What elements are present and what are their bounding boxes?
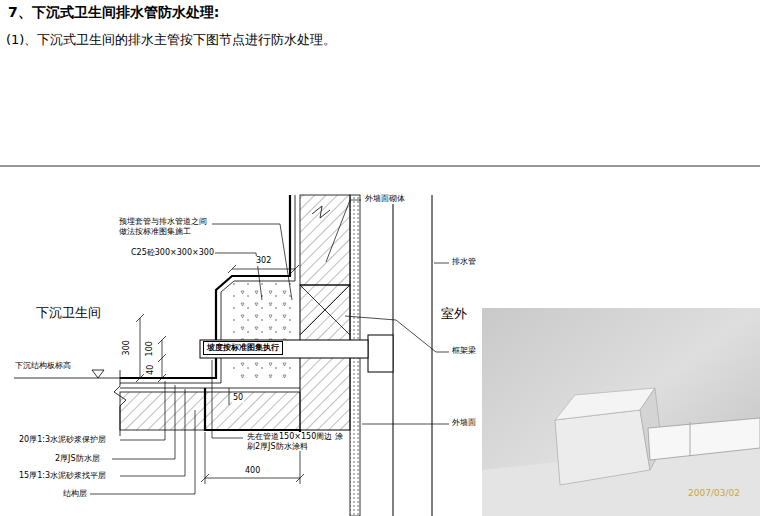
dimension-text: 40	[146, 364, 156, 376]
callout-text: 预埋套管与排水管道之间 做法按标准图集施工	[118, 217, 212, 236]
rule	[0, 166, 760, 167]
area-name: 室外	[440, 306, 468, 322]
pipe-tee	[368, 335, 393, 372]
callout-text: 框架梁	[451, 346, 477, 356]
slope-note-box: 坡度按标准图集执行	[203, 341, 283, 355]
callout-text: C25砼300×300×300	[130, 248, 215, 258]
layer-text: 15厚1:3水泥砂浆找平层	[18, 471, 107, 481]
dimension-text: 302	[255, 256, 272, 266]
leader-lines	[90, 200, 449, 494]
layer-text: 20厚1:3水泥砂浆保护层	[18, 435, 107, 445]
drain-pipe	[200, 340, 368, 358]
callout-text: 排水管	[451, 257, 477, 267]
callout-text: 外墙面砌体	[364, 194, 406, 204]
box-text: 坡度按标准图集执行	[207, 343, 279, 352]
note-text: (1)、下沉式卫生间的排水主管按下图节点进行防水处理。	[6, 32, 336, 48]
dimension-text: 300	[122, 339, 132, 356]
elevation-text: 下沉结构板标高	[14, 361, 72, 371]
page-title: 7、下沉式卫生间排水管防水处理:	[8, 4, 219, 21]
photo-watermark: 2007/03/02	[688, 488, 740, 499]
dimension-text: 50	[232, 393, 244, 403]
layer-text: 结构层	[62, 489, 88, 499]
break-mark	[114, 370, 126, 436]
dimension-text: 100	[145, 340, 155, 357]
callout-text: 外墙面	[451, 418, 477, 428]
break-mark	[312, 206, 330, 218]
room-name: 下沉卫生间	[35, 305, 102, 321]
layer-text: 2厚JS防水层	[54, 454, 101, 464]
dimension-text: 400	[244, 466, 261, 476]
structural-slab	[120, 392, 300, 430]
callout-text: 先在管道150×150周边 涂刷2厚JS防水涂料	[246, 432, 346, 451]
wall-masonry	[300, 195, 350, 285]
elevation-mark	[92, 370, 104, 378]
site-photo	[482, 308, 760, 516]
concrete-block	[232, 282, 295, 378]
